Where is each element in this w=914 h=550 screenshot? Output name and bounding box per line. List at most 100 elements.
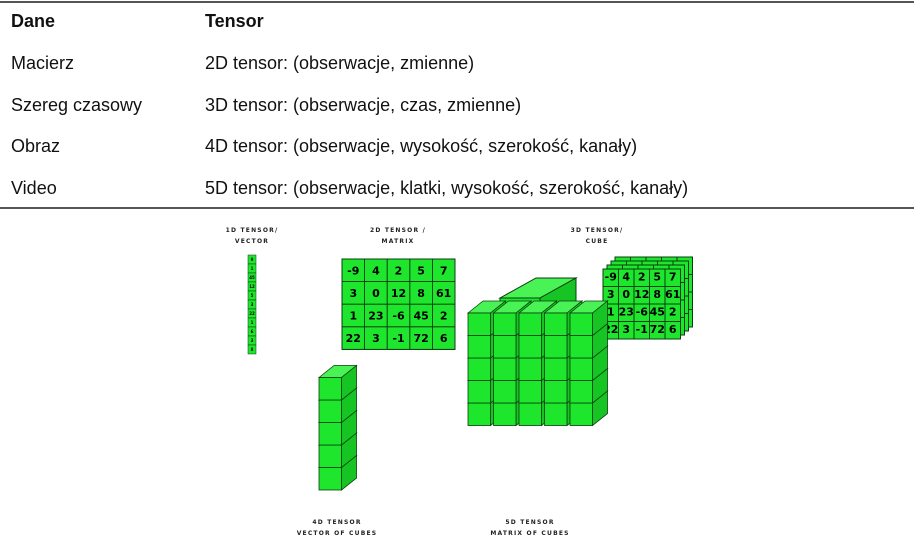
unit-cube-front — [467, 335, 491, 359]
table-row: Video 5D tensor: (obserwacje, klatki, wy… — [0, 173, 914, 203]
unit-cube-front — [544, 357, 568, 381]
matrix-of-cubes — [466, 300, 609, 427]
caption-4d-line2: VECTOR OF CUBES — [297, 530, 378, 537]
unit-cube-front — [467, 380, 491, 404]
caption-3d-line2: CUBE — [586, 238, 609, 245]
unit-cube-front — [518, 380, 542, 404]
matrix-value: 72 — [650, 323, 665, 336]
unit-cube-front — [467, 312, 491, 336]
matrix-value: 12 — [391, 287, 406, 300]
matrix-value: 61 — [665, 288, 680, 301]
vector-value: 3 — [251, 338, 254, 343]
vector-value: 8 — [251, 347, 254, 352]
header-dane: Dane — [11, 11, 56, 31]
unit-cube-front — [467, 357, 491, 381]
row-data-label: Obraz — [11, 136, 61, 156]
unit-cube-front — [467, 402, 491, 426]
caption-5d-line1: 5D TENSOR — [505, 519, 554, 526]
row-tensor-shape: 2D tensor: (obserwacje, zmienne) — [205, 53, 475, 73]
unit-cube-front — [318, 377, 342, 401]
matrix-value: -1 — [636, 323, 648, 336]
matrix-value: 5 — [417, 264, 425, 277]
unit-cube-front — [493, 312, 517, 336]
unit-cube-front — [569, 312, 593, 336]
matrix-value: 1 — [607, 305, 615, 318]
unit-cube-front — [518, 402, 542, 426]
matrix-cell — [431, 326, 456, 350]
matrix-value: 4 — [372, 264, 380, 277]
unit-cube-front — [544, 380, 568, 404]
unit-cube-front — [569, 335, 593, 359]
table-top-rule — [0, 1, 914, 3]
caption-5d-line2: MATRIX OF CUBES — [490, 530, 569, 537]
unit-cube-front — [493, 335, 517, 359]
matrix-cell — [664, 321, 681, 340]
table-header-row: Dane Tensor — [0, 6, 914, 36]
matrix-value: 6 — [440, 332, 448, 345]
table-row: Macierz 2D tensor: (obserwacje, zmienne) — [0, 48, 914, 78]
table-row: Szereg czasowy 3D tensor: (obserwacje, c… — [0, 90, 914, 120]
matrix-value: 3 — [607, 288, 615, 301]
matrix-value: 12 — [634, 288, 649, 301]
vector-of-cubes — [317, 364, 358, 491]
matrix-value: 22 — [346, 332, 361, 345]
table-bottom-rule — [0, 207, 914, 209]
matrix-value: 45 — [650, 305, 665, 318]
matrix-value: -6 — [392, 309, 405, 322]
matrix-value: -1 — [392, 332, 404, 345]
caption-1d-line1: 1D TENSOR/ — [226, 227, 279, 234]
unit-cube-front — [318, 422, 342, 446]
matrix-value: 61 — [436, 287, 451, 300]
unit-cube-front — [518, 357, 542, 381]
unit-cube-front — [569, 357, 593, 381]
row-data-label: Video — [11, 178, 57, 198]
unit-cube-front — [318, 444, 342, 468]
row-data-label: Szereg czasowy — [11, 95, 143, 115]
unit-cube-front — [544, 312, 568, 336]
unit-cube-front — [318, 399, 342, 423]
matrix-value: 7 — [440, 264, 448, 277]
header-tensor: Tensor — [205, 11, 264, 31]
vector-value: 1 — [251, 266, 254, 271]
unit-cube-front — [493, 380, 517, 404]
caption-2d-line2: MATRIX — [382, 238, 415, 245]
table-row: Obraz 4D tensor: (obserwacje, wysokość, … — [0, 131, 914, 161]
matrix-value: 8 — [417, 287, 425, 300]
row-tensor-shape: 4D tensor: (obserwacje, wysokość, szerok… — [205, 136, 638, 156]
unit-cube-front — [318, 467, 342, 491]
matrix-value: 2 — [638, 270, 646, 283]
matrix-value: 2 — [669, 305, 677, 318]
caption-1d-line2: VECTOR — [235, 238, 269, 245]
vector-value: 5 — [251, 293, 254, 298]
unit-cube-front — [544, 402, 568, 426]
unit-cube-front — [544, 335, 568, 359]
unit-cube-front — [518, 312, 542, 336]
matrix-value: 2 — [395, 264, 403, 277]
matrix-value: 2 — [440, 309, 448, 322]
matrix-value: -9 — [605, 270, 617, 283]
matrix-value: 3 — [372, 332, 380, 345]
matrix-value: 23 — [368, 309, 383, 322]
vector-value: 12 — [249, 284, 255, 289]
matrix-value: 3 — [622, 323, 630, 336]
unit-cube-front — [518, 335, 542, 359]
matrix-value: 5 — [653, 270, 661, 283]
vector-value: 9 — [251, 257, 254, 262]
caption-3d-line1: 3D TENSOR/ — [571, 227, 624, 234]
matrix-value: 3 — [349, 287, 357, 300]
matrix-value: 7 — [669, 270, 677, 283]
row-tensor-shape: 5D tensor: (obserwacje, klatki, wysokość… — [205, 178, 689, 198]
unit-cube-front — [569, 380, 593, 404]
matrix-value: 6 — [669, 323, 677, 336]
row-tensor-shape: 3D tensor: (obserwacje, czas, zmienne) — [205, 95, 522, 115]
vector-cell — [247, 344, 257, 355]
matrix-value: 23 — [619, 305, 634, 318]
matrix-value: -9 — [347, 264, 359, 277]
caption-2d-line1: 2D TENSOR / — [370, 227, 426, 234]
matrix-value: 0 — [372, 287, 380, 300]
matrix-value: 1 — [349, 309, 357, 322]
matrix-value: 0 — [622, 288, 630, 301]
